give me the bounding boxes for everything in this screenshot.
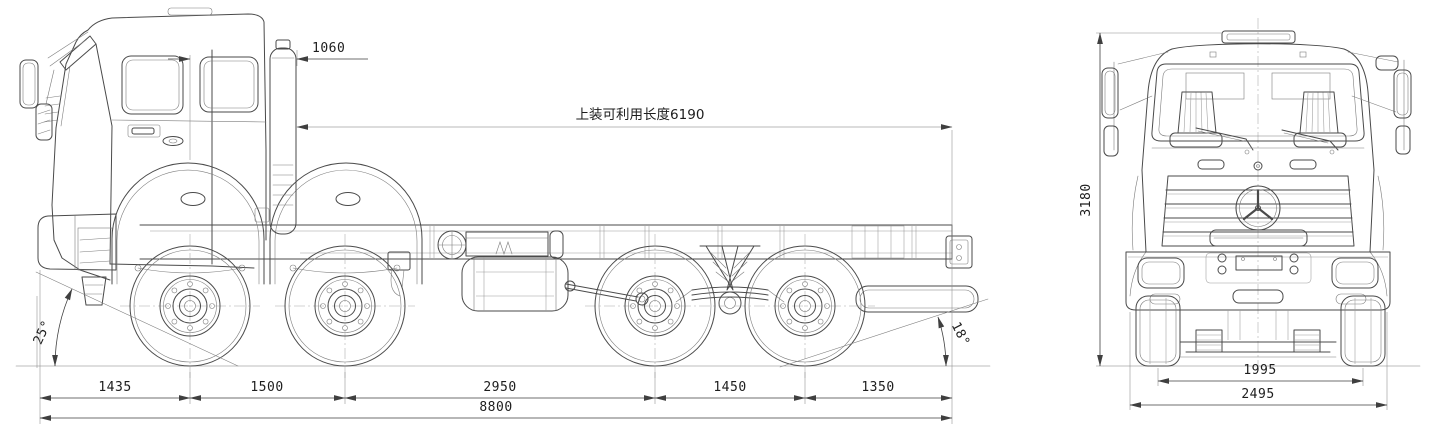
front-view: 3180 1995 2495 — [1079, 18, 1421, 410]
rear-mudguard — [855, 285, 979, 313]
arch-grab-oval-2 — [335, 192, 361, 206]
trunnion — [718, 291, 742, 315]
wheel-axle4 — [734, 233, 876, 379]
kerb-mirror — [1375, 55, 1399, 71]
bumper-corner-vent-right — [1331, 257, 1379, 289]
dim-axle2-axle3: 2950 — [483, 380, 516, 395]
dimension-overall-width: 2495 — [1129, 312, 1388, 410]
dim-axle3-axle4: 1450 — [713, 380, 746, 395]
step-well — [77, 227, 113, 271]
rear-side-window — [199, 56, 259, 113]
license-plate-mount — [1235, 255, 1283, 271]
rear-bogie-suspension — [675, 245, 785, 315]
mirror-assembly — [19, 31, 89, 141]
front-bumper-front-view — [1125, 229, 1391, 311]
left-main-mirror — [1101, 67, 1119, 119]
dim-2495-label: 2495 — [1241, 387, 1274, 402]
wheel-axle1 — [119, 233, 261, 379]
approach-angle: 25° — [31, 271, 239, 368]
cowl-panel — [1151, 147, 1365, 171]
departure-angle: 18° — [779, 298, 989, 368]
dim-3180-label: 3180 — [1079, 183, 1094, 216]
front-tire-right — [1340, 295, 1386, 367]
front-mirrors — [1101, 51, 1412, 157]
dimension-chain: 1435 1500 2950 1450 1350 — [39, 380, 953, 401]
dimension-track: 1995 — [1157, 363, 1364, 386]
wheel-axle3 — [584, 233, 726, 379]
chassis-equipment — [134, 230, 785, 315]
dim-1995-label: 1995 — [1243, 363, 1276, 378]
dim-front-overhang: 1435 — [98, 380, 131, 395]
dim-axle1-axle2: 1500 — [250, 380, 283, 395]
fuel-tank — [461, 256, 569, 312]
wheel-arch-2 — [269, 162, 423, 285]
front-tire-left — [1135, 295, 1181, 367]
driveshaft — [564, 280, 649, 306]
dimension-total-length: 8800 — [39, 400, 953, 421]
crossmember-ticks — [429, 226, 917, 258]
windshield-frame — [1151, 63, 1365, 142]
battery-box — [465, 231, 549, 257]
dim-usable-length-label: 上装可利用长度6190 — [576, 107, 705, 123]
door-handle-recess — [127, 124, 161, 138]
door-emblem — [162, 136, 184, 146]
dimension-usable-length: 上装可利用长度6190 — [296, 107, 953, 130]
wipers — [1195, 127, 1339, 151]
front-tires — [1135, 295, 1386, 367]
main-mirror — [19, 59, 39, 109]
wheel-arch-1 — [111, 162, 265, 285]
left-wide-mirror — [1103, 125, 1119, 157]
arch-grab-oval-1 — [180, 192, 206, 206]
right-main-mirror — [1393, 69, 1412, 119]
bumper-corner-vent-left — [1137, 257, 1185, 289]
departure-angle-label: 18° — [948, 320, 973, 349]
dimension-height: 3180 — [1079, 32, 1222, 367]
front-axle-assembly — [1179, 310, 1337, 358]
wide-angle-mirror — [35, 103, 53, 141]
wheel-axle2 — [274, 233, 416, 379]
tow-recess — [1232, 289, 1284, 304]
cowl-vent-right — [1289, 159, 1317, 170]
side-view: 25° 18° 1060 上装可利用长度6190 — [15, 7, 991, 424]
dimension-cab-rear: 1060 — [168, 41, 368, 62]
dim-1060-label: 1060 — [312, 41, 345, 56]
roof-hatch — [167, 7, 213, 16]
front-cab — [1129, 30, 1388, 297]
cowl-vent-left — [1197, 159, 1225, 170]
front-bumper — [37, 213, 117, 306]
door-window — [121, 55, 184, 115]
leaf-spring-right — [1293, 329, 1321, 353]
leaf-spring-left — [1195, 329, 1223, 353]
air-reservoir — [549, 230, 564, 259]
hood-latch — [1253, 161, 1263, 171]
grille — [1161, 175, 1355, 247]
dim-rear-overhang: 1350 — [861, 380, 894, 395]
roof-hatch-front — [1221, 30, 1296, 44]
driver-seat — [1169, 91, 1223, 148]
door-front-seam — [95, 43, 113, 265]
passenger-seat — [1293, 91, 1347, 148]
rear-underrun-bracket — [945, 235, 973, 269]
windshield — [60, 65, 71, 127]
bumper-step-plate — [1209, 229, 1308, 247]
air-intake-stack — [269, 39, 297, 235]
cab-tilt-pump — [387, 251, 411, 271]
lower-step — [81, 276, 107, 306]
extension-lines-side — [39, 50, 953, 424]
door-handle — [131, 127, 155, 135]
sun-visor-left — [1185, 72, 1245, 100]
sun-visor-right — [1271, 72, 1331, 100]
right-wide-mirror — [1395, 125, 1411, 155]
cab — [19, 7, 423, 306]
approach-angle-label: 25° — [31, 318, 55, 347]
dim-8800-label: 8800 — [479, 400, 512, 415]
